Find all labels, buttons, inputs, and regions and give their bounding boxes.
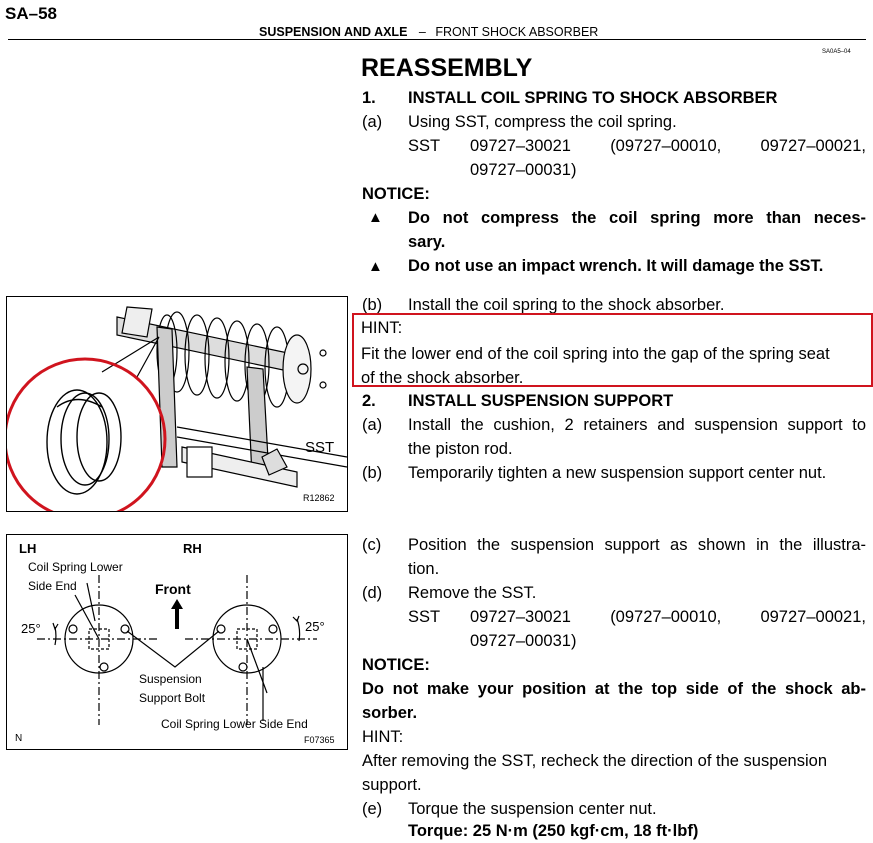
bullet-triangle-icon: ▲	[368, 258, 383, 275]
step2-hint-line2: support.	[362, 776, 422, 794]
step1-hint-label: HINT:	[361, 319, 403, 337]
step2-e-text: Torque the suspension center nut.	[408, 800, 657, 818]
step2-a-line1: Install the cushion, 2 retainers and sus…	[408, 416, 866, 434]
header-subsection: FRONT SHOCK ABSORBER	[435, 25, 599, 39]
hint-highlight-box	[352, 313, 873, 387]
step2-number: 2.	[362, 392, 376, 410]
step1-bullet1-line2: sary.	[408, 233, 446, 251]
fig2-front: Front	[155, 581, 191, 597]
support-orientation-diagram	[37, 575, 317, 725]
running-header: SUSPENSION AND AXLE – FRONT SHOCK ABSORB…	[259, 25, 598, 39]
fig2-rh: RH	[183, 541, 202, 556]
fig2-coil-lower-1: Coil Spring Lower	[28, 560, 123, 574]
step2-notice-line1: Do not make your position at the top sid…	[362, 680, 866, 698]
fig2-bolt-2: Support Bolt	[139, 691, 206, 705]
step2-hint-line1: After removing the SST, recheck the dire…	[362, 752, 827, 770]
page-number: SA–58	[5, 4, 57, 23]
step2-sst-label: SST	[408, 608, 441, 626]
step1-number: 1.	[362, 89, 376, 107]
step2-c-line1: Position the suspension support as shown…	[408, 536, 866, 554]
fig2-n: N	[15, 733, 23, 744]
step2-sst-line2: 09727–00031)	[470, 632, 577, 650]
fig2-angle-left: 25°	[21, 621, 41, 636]
step2-notice-line2: sorber.	[362, 704, 418, 722]
header-rule	[8, 39, 866, 40]
step2-heading: INSTALL SUSPENSION SUPPORT	[408, 392, 674, 410]
fig2-coil-lower-2: Side End	[28, 579, 77, 593]
figure-coil-spring: SST R12862	[3, 296, 348, 521]
fig2-coil-lower-full: Coil Spring Lower Side End	[161, 717, 308, 731]
doc-code: SA0A5–04	[822, 49, 851, 55]
zoom-highlight-circle	[3, 357, 167, 521]
step2-a-line2: the piston rod.	[408, 440, 513, 458]
fig1-sst-label: SST	[305, 439, 335, 456]
step2-notice-label: NOTICE:	[362, 656, 430, 674]
step2-hint-label: HINT:	[362, 728, 404, 746]
step1-b-text: Install the coil spring to the shock abs…	[408, 296, 725, 314]
figure-suspension-support: LH RH Coil Spring Lower Side End Front 2…	[6, 534, 348, 750]
step1-a-text: Using SST, compress the coil spring.	[408, 113, 677, 131]
page-title: REASSEMBLY	[361, 54, 533, 82]
fig2-angle-right: 25°	[305, 619, 325, 634]
step2-d-text: Remove the SST.	[408, 584, 537, 602]
bullet-triangle-icon: ▲	[368, 209, 383, 226]
step2-c-line2: tion.	[408, 560, 440, 578]
step1-hint-line2: of the shock absorber.	[361, 369, 524, 387]
step2-c-label: (c)	[362, 536, 382, 554]
step2-d-label: (d)	[362, 584, 383, 602]
step2-b-text: Temporarily tighten a new suspension sup…	[408, 464, 827, 482]
step1-heading: INSTALL COIL SPRING TO SHOCK ABSORBER	[408, 89, 778, 107]
step1-sst-line1: 09727–30021 (09727–00010, 09727–00021,	[470, 137, 866, 155]
step2-torque: Torque: 25 N·m (250 kgf·cm, 18 ft·lbf)	[408, 822, 699, 840]
step1-sst-label: SST	[408, 137, 441, 155]
coil-spring-illustration	[3, 306, 348, 521]
header-section: SUSPENSION AND AXLE	[259, 25, 408, 39]
fig1-code: R12862	[303, 493, 335, 503]
step1-bullet1-line1: Do not compress the coil spring more tha…	[408, 209, 866, 227]
step2-sst-line1: 09727–30021 (09727–00010, 09727–00021,	[470, 608, 866, 626]
step1-bullet2: Do not use an impact wrench. It will dam…	[408, 257, 824, 275]
header-dash: –	[418, 25, 426, 39]
step1-a-label: (a)	[362, 113, 383, 131]
step2-b-label: (b)	[362, 464, 383, 482]
step1-sst-line2: 09727–00031)	[470, 161, 577, 179]
step1-hint-line1: Fit the lower end of the coil spring int…	[361, 345, 830, 363]
fig2-bolt-1: Suspension	[139, 672, 202, 686]
fig2-lh: LH	[19, 541, 37, 556]
step2-a-label: (a)	[362, 416, 383, 434]
fig2-code: F07365	[304, 735, 335, 745]
step2-e-label: (e)	[362, 800, 383, 818]
step1-notice-label: NOTICE:	[362, 185, 430, 203]
step1-b-label: (b)	[362, 296, 383, 314]
